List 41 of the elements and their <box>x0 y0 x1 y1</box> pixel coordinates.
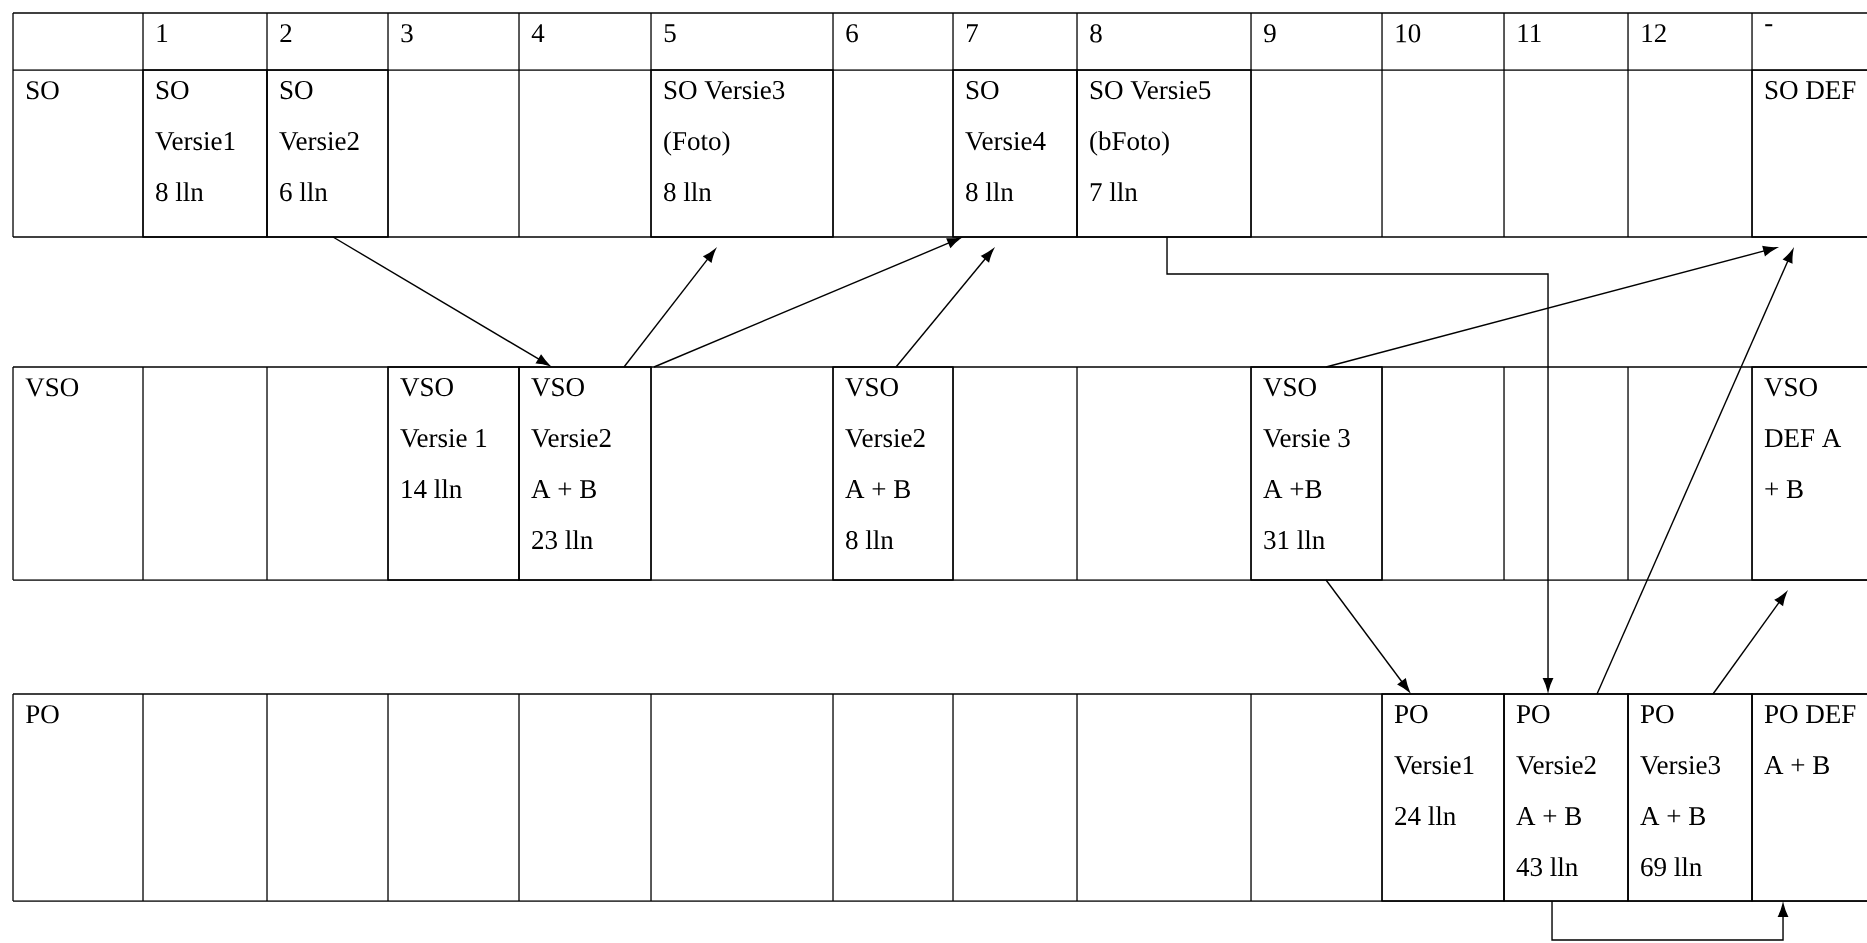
arrow <box>1325 246 1777 368</box>
table-cell: PO Versie3 A + B 69 lln <box>1627 693 1753 902</box>
column-number: 3 <box>401 24 413 43</box>
column-number: - <box>1765 24 1773 27</box>
column-number: 2 <box>280 24 292 43</box>
table-cell: PO DEF A + B <box>1751 693 1867 902</box>
arrow <box>1325 579 1410 693</box>
arrow <box>653 237 961 368</box>
table-cell: SO DEF <box>1751 69 1867 238</box>
arrow <box>1596 249 1794 695</box>
table-cell: SO Versie2 6 lln <box>266 69 389 238</box>
arrow <box>1712 591 1787 695</box>
table-cell: VSO Versie 3 A +B 31 lln <box>1250 366 1383 581</box>
table-cell: VSO Versie2 A + B 8 lln <box>832 366 954 581</box>
table-cell: SO Versie1 8 lln <box>142 69 268 238</box>
table-cell: PO Versie2 A + B 43 lln <box>1503 693 1629 902</box>
column-number: 9 <box>1264 24 1276 43</box>
column-number: 4 <box>531 24 545 42</box>
table-cell: SO Versie3 (Foto) 8 lln <box>650 69 834 238</box>
column-number: 7 <box>967 24 978 42</box>
table-cell: SO Versie4 8 lln <box>952 69 1078 238</box>
table-cell: VSO DEF A + B <box>1751 366 1867 581</box>
row-label: SO <box>27 81 59 100</box>
row-label: PO <box>26 705 59 724</box>
row-label: VSO <box>25 378 79 397</box>
column-number: 6 <box>846 24 858 43</box>
column-number: 5 <box>664 24 676 43</box>
table-cell: VSO Versie2 A + B 23 lln <box>518 366 652 581</box>
table-cell: PO Versie1 24 lln <box>1381 693 1505 902</box>
arrow <box>332 236 551 367</box>
arrow <box>1551 900 1789 941</box>
column-number: 10 <box>1396 24 1421 43</box>
arrow <box>895 248 994 368</box>
column-number: 1 <box>157 24 168 43</box>
table-cell: SO Versie5 (bFoto) 7 lln <box>1076 69 1252 238</box>
column-number: 8 <box>1090 24 1102 43</box>
column-number: 11 <box>1518 24 1541 43</box>
arrow <box>1166 236 1554 692</box>
arrow <box>623 248 716 368</box>
table-cell: VSO Versie 1 14 lln <box>387 366 520 581</box>
column-number: 12 <box>1642 24 1666 43</box>
